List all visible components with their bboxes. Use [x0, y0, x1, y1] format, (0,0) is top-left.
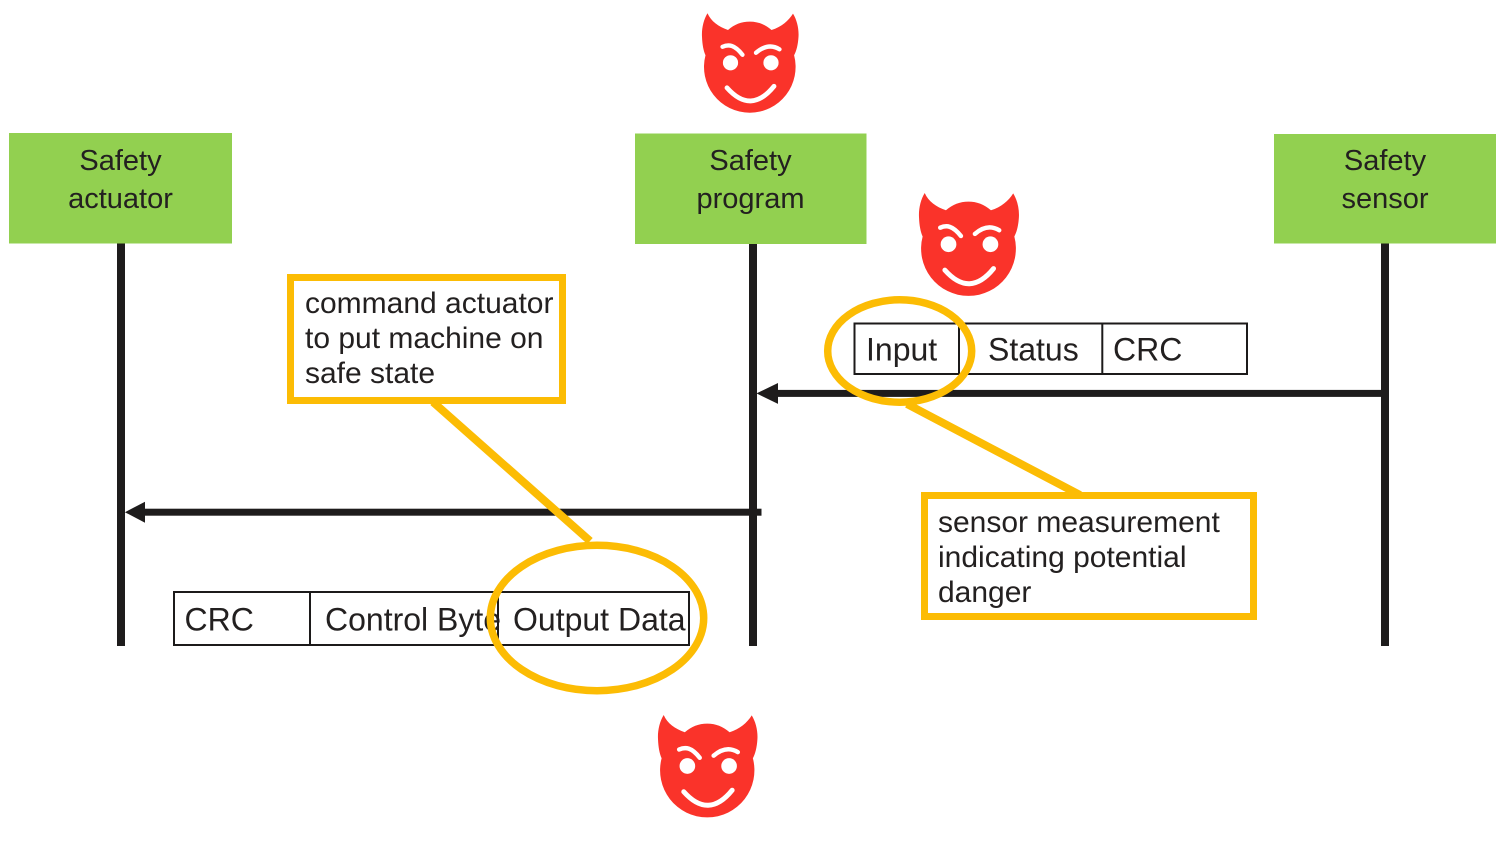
svg-text:CRC: CRC [1113, 332, 1182, 368]
svg-text:command actuator: command actuator [305, 287, 553, 320]
svg-text:sensor: sensor [1341, 183, 1428, 215]
svg-text:Status: Status [988, 332, 1079, 368]
svg-text:Safety: Safety [1344, 145, 1427, 177]
svg-text:program: program [697, 183, 805, 215]
svg-text:Safety: Safety [709, 145, 792, 177]
svg-text:Output Data: Output Data [513, 602, 686, 638]
svg-text:indicating potential: indicating potential [938, 541, 1187, 574]
svg-text:safe state: safe state [305, 357, 435, 390]
svg-text:to put machine on: to put machine on [305, 322, 544, 355]
svg-text:Control Byte: Control Byte [325, 602, 501, 638]
svg-text:Input: Input [866, 332, 937, 368]
svg-text:Safety: Safety [79, 145, 162, 177]
svg-text:actuator: actuator [68, 183, 173, 215]
svg-text:danger: danger [938, 576, 1031, 609]
svg-text:CRC: CRC [185, 602, 254, 638]
svg-text:sensor measurement: sensor measurement [938, 506, 1220, 539]
